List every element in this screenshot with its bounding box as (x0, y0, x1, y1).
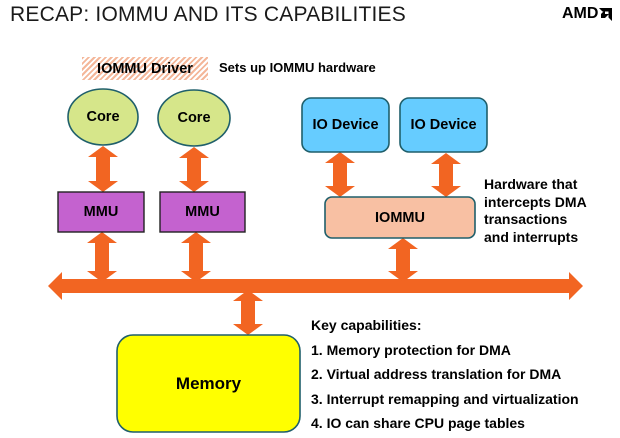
capability-item: 4. IO can share CPU page tables (311, 415, 525, 431)
system-bus-arrow (48, 272, 583, 300)
iommu-note: Hardware that intercepts DMA transaction… (484, 176, 587, 246)
mmu-label: MMU (185, 204, 220, 220)
amd-logo: AMD (562, 5, 613, 23)
iommu-driver-description: Sets up IOMMU hardware (219, 60, 376, 75)
iommu-label: IOMMU (375, 209, 425, 226)
arrows-layer (48, 146, 583, 335)
slide-title: RECAP: IOMMU AND ITS CAPABILITIES (10, 3, 406, 26)
mmu-bus-arrow (87, 232, 117, 282)
core-node (157, 89, 231, 147)
io-device-label: IO Device (312, 117, 379, 133)
iommu-note-line: intercepts DMA (484, 193, 587, 210)
core-mmu-arrow (179, 147, 209, 192)
capabilities-heading: Key capabilities: (311, 317, 422, 333)
amd-logo-text: AMD (562, 5, 599, 22)
mmu-box (159, 191, 246, 233)
core-mmu-arrow (88, 146, 118, 192)
iommu-box (324, 196, 476, 239)
mmu-label: MMU (83, 204, 119, 220)
io-device-box (301, 97, 390, 153)
iommu-driver-badge: IOMMU Driver (82, 57, 208, 80)
bus-memory-arrow (233, 290, 263, 335)
capability-item: 1. Memory protection for DMA (311, 341, 511, 358)
iommu-note-line: Hardware that (484, 176, 578, 192)
mmu-bus-arrow (181, 232, 211, 282)
io-device-box (399, 97, 488, 153)
device-iommu-arrow (325, 152, 355, 197)
core-label: Core (86, 109, 120, 125)
iommu-bus-arrow (388, 238, 418, 282)
capability-item: 3. Interrupt remapping and virtualizatio… (311, 390, 579, 407)
capabilities-list: Key capabilities: 1. Memory protection f… (311, 315, 579, 438)
capability-item: 2. Virtual address translation for DMA (311, 366, 562, 382)
iommu-note-line: transactions (484, 211, 568, 227)
iommu-driver-label: IOMMU Driver (97, 60, 193, 77)
core-node (67, 88, 139, 146)
device-iommu-arrow (431, 153, 461, 197)
memory-label: Memory (175, 373, 242, 393)
core-label: Core (177, 110, 211, 126)
mmu-box (57, 191, 145, 233)
memory-box (116, 334, 301, 433)
io-device-label: IO Device (410, 117, 477, 133)
amd-arrow-icon (599, 7, 613, 21)
iommu-note-line: and interrupts (484, 228, 579, 245)
